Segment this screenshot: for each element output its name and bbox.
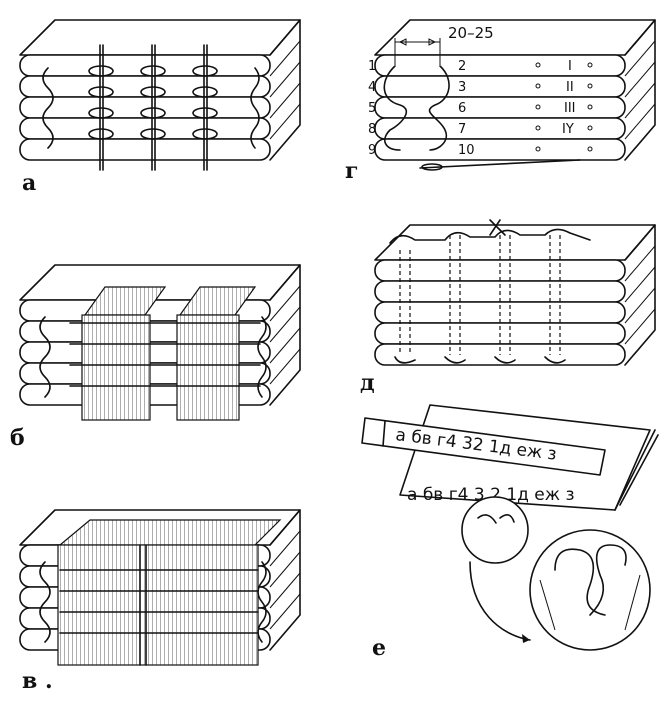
number-2: 2 [458,59,466,74]
roman-2: II [566,80,574,95]
dimension-line [394,38,441,65]
panel-label-a: а [22,170,36,196]
mull-top [58,519,282,546]
panel-b: б [10,264,301,451]
panel-g: 20–25 1 4 5 8 9 2 3 6 7 10 I II III IY г [345,19,656,184]
number-8: 8 [368,122,376,137]
book-label: а бв г4 3 2 1д еж з [407,485,575,505]
panel-label-g: г [345,158,358,184]
stitches-v [39,544,267,666]
panel-label-b: б [10,425,25,451]
panel-v: в . [19,509,301,694]
stitch-loops [42,65,260,149]
number-9: 9 [368,143,376,158]
stitches-b [39,316,267,398]
tape-left [81,314,151,421]
number-10: 10 [458,143,475,158]
panel-label-v: в . [22,668,53,694]
dimension-label: 20–25 [448,24,494,42]
number-3: 3 [458,80,466,95]
number-6: 6 [458,101,466,116]
number-7: 7 [458,122,466,137]
detail-circle-large [529,529,651,651]
tape-right [176,314,240,421]
number-1: 1 [368,59,376,74]
roman-3: III [564,101,576,116]
roman-1: I [568,59,572,74]
marking-strip [361,417,606,476]
panel-label-e: е [372,635,386,661]
number-5: 5 [368,101,376,116]
mull-cloth [57,544,259,666]
panel-label-d: д [360,370,375,396]
panel-e: а бв г4 32 1д еж з а бв г4 3 2 1д еж з е [361,404,659,661]
panel-d: д [360,219,656,396]
panel-a: а [19,19,301,196]
number-4: 4 [368,80,376,95]
stitch-loops-d [389,219,591,364]
roman-4: IY [562,122,574,137]
detail-circle-small [461,496,529,564]
